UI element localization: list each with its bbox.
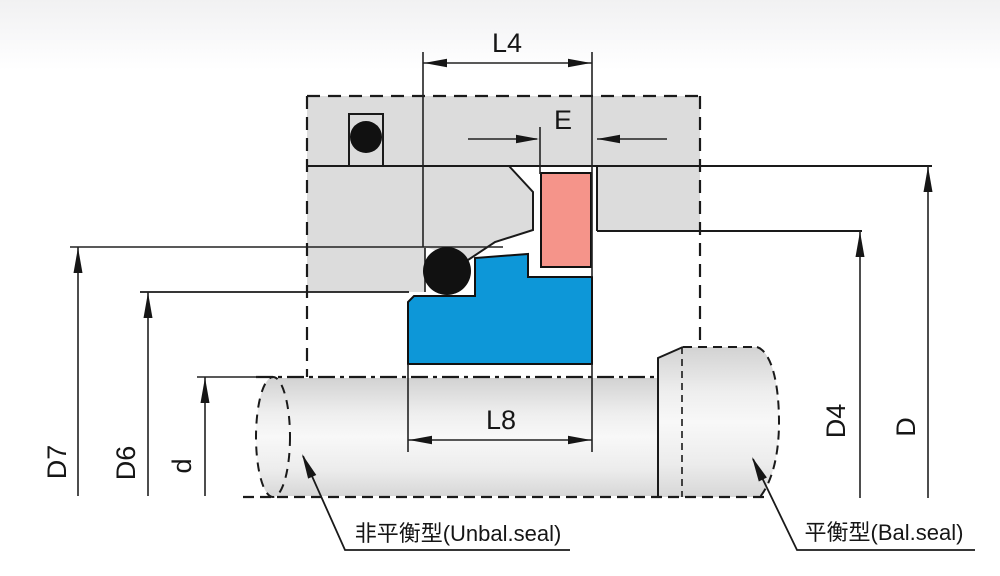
label-D: D [891, 417, 921, 437]
label-l4: L4 [492, 28, 522, 58]
seat-oring [350, 121, 382, 153]
l8-arrow-left [409, 435, 432, 445]
retainer-edge [467, 165, 534, 261]
rotating-seal-face [407, 252, 593, 365]
balanced-seal-collar [658, 347, 779, 497]
d6-arrow [143, 292, 153, 318]
label-l8: L8 [486, 405, 516, 435]
gland-housing-right [597, 166, 700, 231]
unbalanced-leader-arrow [302, 454, 317, 479]
gland-housing-left [307, 166, 533, 292]
label-d7: D7 [42, 445, 72, 480]
label-d: d [167, 458, 197, 473]
l4-arrow-right [568, 58, 591, 68]
background-band [0, 0, 1000, 70]
shaft-end-ellipse [255, 376, 291, 498]
balanced-leader-arrow [752, 457, 767, 482]
gland-housing-top [307, 96, 700, 166]
d4-arrow [855, 231, 865, 257]
oring-groove [348, 113, 384, 167]
l4-arrow-left [424, 58, 447, 68]
d-arrow [200, 377, 210, 403]
unbalanced-leader-line [302, 455, 570, 551]
shaft [273, 378, 658, 496]
l8-arrow-right [568, 435, 591, 445]
label-d6: D6 [111, 446, 141, 481]
d7-arrow [73, 247, 83, 273]
e-arrow-left [516, 134, 539, 144]
balanced-leader-line [752, 458, 975, 551]
shaft-oring [423, 247, 471, 295]
label-d4: D4 [821, 404, 851, 439]
callout-balanced: 平衡型(Bal.seal) [805, 520, 964, 545]
D-arrow [923, 166, 933, 192]
collar-left-edge [657, 346, 684, 497]
callout-unbalanced: 非平衡型(Unbal.seal) [355, 521, 562, 546]
stationary-seat [540, 172, 592, 268]
label-e: E [554, 105, 572, 135]
e-arrow-right [597, 134, 620, 144]
collar-right-edge [756, 346, 781, 498]
